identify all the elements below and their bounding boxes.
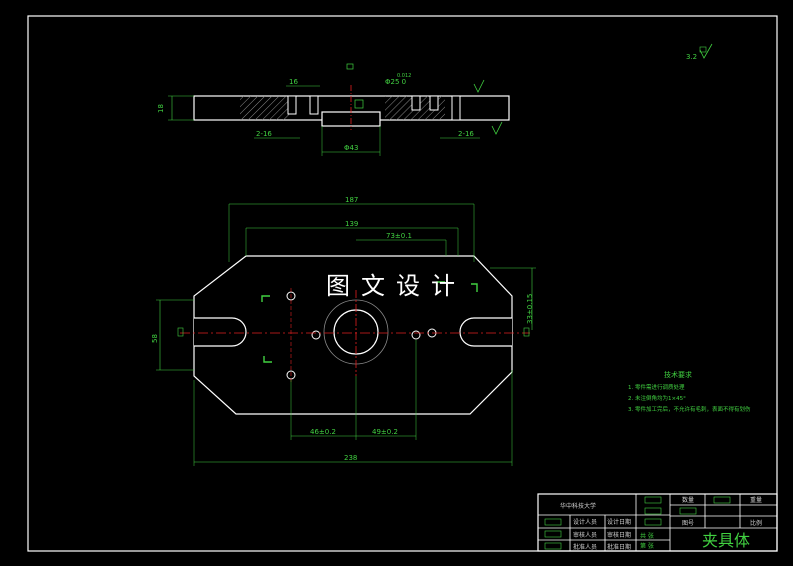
- dim-offset: 73±0.1: [386, 232, 412, 240]
- tb-design-date: 设计日期: [607, 518, 631, 526]
- dim-left-height: 58: [151, 334, 159, 343]
- tb-checked: 审核人员: [573, 531, 597, 539]
- dim-hole-right: 49±0.2: [372, 428, 398, 436]
- dim-overall-bottom: 238: [344, 454, 357, 462]
- dim-thickness: 18: [157, 104, 165, 113]
- dim-inner-width: 139: [345, 220, 358, 228]
- tb-scale: 比例: [750, 519, 762, 527]
- tech-req-item-2: 2. 未注倒角均为1×45°: [628, 394, 686, 402]
- tb-part-name: 夹具体: [702, 531, 750, 550]
- dim-right-groove: 2-16: [458, 130, 474, 138]
- tech-req-item-1: 1. 零件需进行调质处理: [628, 383, 685, 391]
- title-block: 华中科技大学 设计人员 设计日期 审核人员 审核日期 批准人员 批准日期 数量 …: [537, 493, 778, 552]
- plan-view: 187 139 73±0.1 33±0.15 58 46±0.2 49±0.2 …: [151, 196, 536, 466]
- tb-drawn: 设计人员: [573, 518, 597, 526]
- tb-page: 第 张: [640, 542, 654, 550]
- tb-approve-date: 批准日期: [607, 543, 631, 551]
- dim-slot-width: 16: [289, 78, 298, 86]
- drawing-frame: [27, 15, 778, 552]
- roughness-note: 3.2: [686, 53, 697, 61]
- tb-check-date: 审核日期: [607, 531, 631, 539]
- tech-req-item-3: 3. 零件加工完后，不允许有毛刺，表面不得有划伤: [628, 405, 751, 413]
- tb-quantity: 数量: [682, 496, 694, 504]
- tb-sheet: 共 张: [640, 532, 654, 540]
- tb-weight: 重量: [750, 496, 762, 504]
- tb-drawing-no: 图号: [682, 520, 694, 527]
- dim-overall-top: 187: [345, 196, 358, 204]
- dim-half-height: 33±0.15: [526, 294, 534, 324]
- tb-school: 华中科技大学: [560, 502, 596, 510]
- dim-hole-left: 46±0.2: [310, 428, 336, 436]
- tech-requirements: 技术要求 1. 零件需进行调质处理 2. 未注倒角均为1×45° 3. 零件加工…: [628, 370, 751, 413]
- roughness-symbol-icon: 3.2: [686, 43, 713, 61]
- dim-bore-tol: 0.012: [397, 73, 411, 79]
- dim-left-groove: 2-16: [256, 130, 272, 138]
- tech-req-title: 技术要求: [664, 370, 692, 379]
- dim-bore-dia: Φ25 0: [385, 78, 406, 86]
- dim-counterbore: Φ43: [344, 144, 358, 152]
- section-view: 18 16 0.012 Φ25 0 Φ43 2-16 2-16: [157, 63, 510, 156]
- tb-approved: 批准人员: [573, 543, 597, 551]
- watermark: 图文设计: [326, 272, 466, 300]
